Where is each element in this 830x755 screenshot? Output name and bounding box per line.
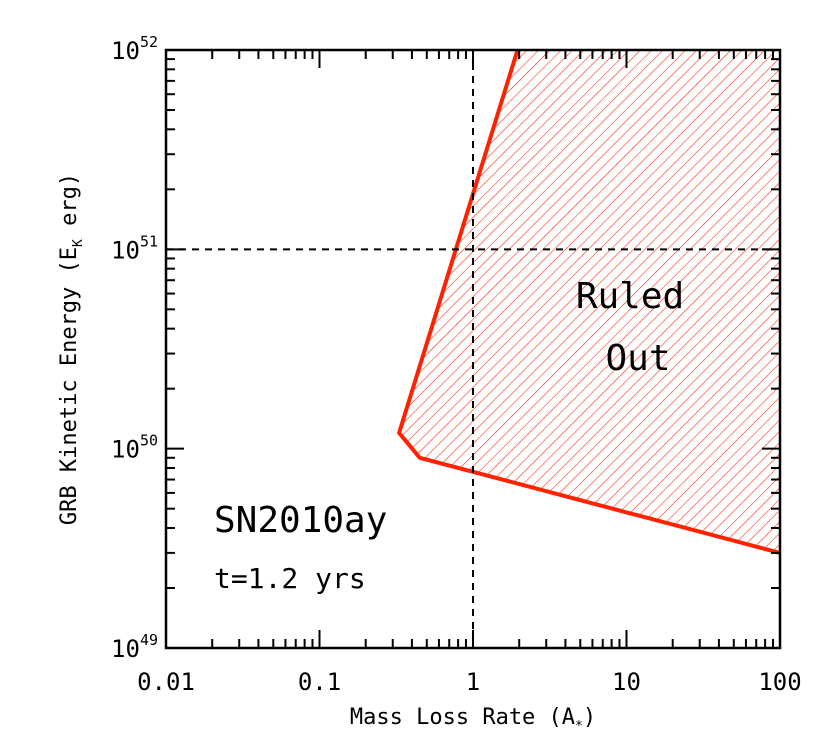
x-axis-label: Mass Loss Rate (A*) xyxy=(350,705,596,734)
plot-frame xyxy=(164,48,782,650)
x-tick-label: 1 xyxy=(466,668,480,696)
y-axis-label: GRB Kinetic Energy (EK erg) xyxy=(57,173,86,525)
time-label: t=1.2 yrs xyxy=(214,562,366,595)
region-label-line2: Out xyxy=(605,338,670,379)
y-tick-label: 1051 xyxy=(111,232,158,264)
x-tick-label: 100 xyxy=(758,668,801,696)
y-tick-label: 1052 xyxy=(111,33,158,65)
ruled-out-boundary xyxy=(396,50,780,555)
y-tick-label: 1049 xyxy=(111,631,158,663)
region-label-line1: Ruled xyxy=(576,276,684,317)
y-tick-label: 1050 xyxy=(111,432,158,464)
x-tick-label: 0.1 xyxy=(298,668,341,696)
x-tick-label: 0.01 xyxy=(137,668,195,696)
object-name: SN2010ay xyxy=(214,500,387,541)
x-tick-label: 10 xyxy=(612,668,641,696)
ruled-out-region xyxy=(399,50,780,553)
tick-labels: 0.01 0.1 1 10 100 1049 1050 1051 1052 xyxy=(111,33,802,696)
